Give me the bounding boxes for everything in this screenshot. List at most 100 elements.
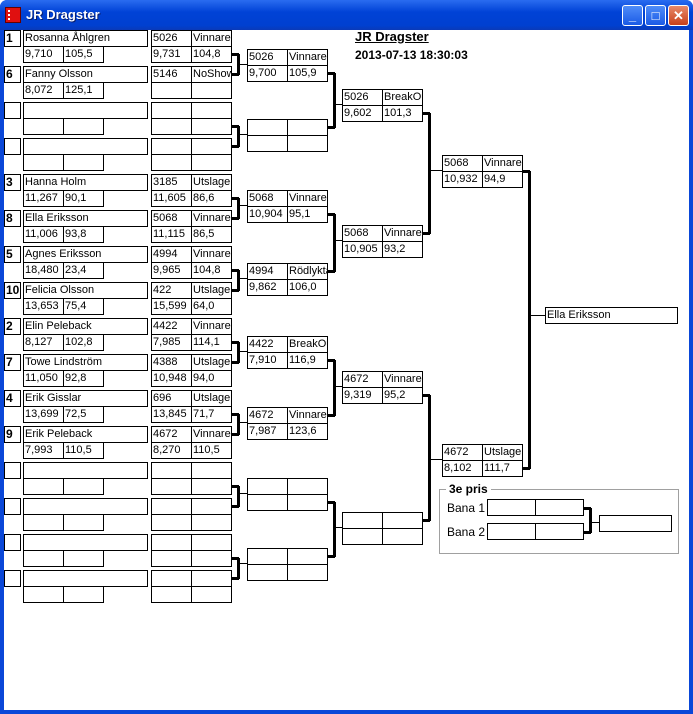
r4-result-car-id[interactable]: 4672: [442, 444, 483, 461]
r1-result-time[interactable]: [151, 118, 192, 135]
winner-name[interactable]: Ella Eriksson: [545, 307, 678, 324]
r1-result-time[interactable]: 8,270: [151, 442, 192, 459]
reaction-time[interactable]: [23, 550, 64, 567]
r3-result-car-id[interactable]: 5068: [342, 225, 383, 242]
r2-result-car-id[interactable]: [247, 478, 288, 495]
r2-result-status[interactable]: Vinnare: [287, 407, 328, 424]
r2-result-time[interactable]: 9,862: [247, 279, 288, 296]
r3-result-time[interactable]: 9,602: [342, 105, 383, 122]
r1-result-time[interactable]: [151, 478, 192, 495]
r1-result-car-id[interactable]: [151, 102, 192, 119]
driver-name[interactable]: Agnes Eriksson: [23, 246, 148, 263]
r2-result-status[interactable]: BreakOut: [287, 336, 328, 353]
reaction-time[interactable]: [23, 118, 64, 135]
driver-name[interactable]: [23, 534, 148, 551]
r1-result-car-id[interactable]: 3185: [151, 174, 192, 191]
r2-result-status[interactable]: Vinnare: [287, 49, 328, 66]
reaction-time[interactable]: 18,480: [23, 262, 64, 279]
r1-result-time[interactable]: 11,605: [151, 190, 192, 207]
driver-name[interactable]: Erik Peleback: [23, 426, 148, 443]
seed-number[interactable]: 8: [4, 210, 21, 227]
seed-number[interactable]: 5: [4, 246, 21, 263]
r2-result-time[interactable]: [247, 135, 288, 152]
reaction-time[interactable]: 8,127: [23, 334, 64, 351]
r1-result-status[interactable]: [191, 102, 232, 119]
r1-result-speed[interactable]: [191, 82, 232, 99]
entry-speed[interactable]: 23,4: [63, 262, 104, 279]
seed-number[interactable]: 1: [4, 30, 21, 47]
r1-result-speed[interactable]: 86,5: [191, 226, 232, 243]
r1-result-time[interactable]: [151, 514, 192, 531]
driver-name[interactable]: Rosanna Åhlgren: [23, 30, 148, 47]
r2-result-car-id[interactable]: 4994: [247, 263, 288, 280]
r2-result-time[interactable]: 7,987: [247, 423, 288, 440]
r2-result-car-id[interactable]: 5068: [247, 190, 288, 207]
r1-result-speed[interactable]: 71,7: [191, 406, 232, 423]
r1-result-car-id[interactable]: 696: [151, 390, 192, 407]
r1-result-time[interactable]: [151, 82, 192, 99]
r1-result-speed[interactable]: [191, 154, 232, 171]
reaction-time[interactable]: 13,699: [23, 406, 64, 423]
entry-speed[interactable]: [63, 586, 104, 603]
r2-result-speed[interactable]: 105,9: [287, 65, 328, 82]
r1-result-status[interactable]: Vinnare: [191, 210, 232, 227]
r3-result-status[interactable]: BreakOut: [382, 89, 423, 106]
driver-name[interactable]: Towe Lindström: [23, 354, 148, 371]
entry-speed[interactable]: [63, 118, 104, 135]
entry-speed[interactable]: 93,8: [63, 226, 104, 243]
r2-result-time[interactable]: [247, 564, 288, 581]
seed-number[interactable]: [4, 498, 21, 515]
r2-result-speed[interactable]: 95,1: [287, 206, 328, 223]
lane2-status[interactable]: [535, 523, 584, 540]
r2-result-speed[interactable]: 106,0: [287, 279, 328, 296]
title-bar[interactable]: JR Dragster _ □ ✕: [0, 0, 693, 30]
r1-result-status[interactable]: [191, 138, 232, 155]
r1-result-speed[interactable]: 94,0: [191, 370, 232, 387]
entry-speed[interactable]: [63, 514, 104, 531]
r2-result-car-id[interactable]: [247, 119, 288, 136]
r2-result-speed[interactable]: 123,6: [287, 423, 328, 440]
maximize-button[interactable]: □: [645, 5, 666, 26]
entry-speed[interactable]: 72,5: [63, 406, 104, 423]
r1-result-car-id[interactable]: [151, 534, 192, 551]
r3-result-speed[interactable]: 93,2: [382, 241, 423, 258]
r4-result-status[interactable]: Utslagen: [482, 444, 523, 461]
r1-result-status[interactable]: [191, 462, 232, 479]
lane1-car-id[interactable]: [487, 499, 536, 516]
r2-result-time[interactable]: 10,904: [247, 206, 288, 223]
r2-result-car-id[interactable]: 5026: [247, 49, 288, 66]
r2-result-status[interactable]: Vinnare: [287, 190, 328, 207]
r4-result-time[interactable]: 8,102: [442, 460, 483, 477]
r1-result-car-id[interactable]: [151, 462, 192, 479]
r1-result-time[interactable]: 13,845: [151, 406, 192, 423]
r1-result-status[interactable]: Vinnare: [191, 30, 232, 47]
driver-name[interactable]: Felicia Olsson: [23, 282, 148, 299]
r3-result-car-id[interactable]: 5026: [342, 89, 383, 106]
r1-result-car-id[interactable]: 422: [151, 282, 192, 299]
driver-name[interactable]: Fanny Olsson: [23, 66, 148, 83]
r4-result-speed[interactable]: 94,9: [482, 171, 523, 188]
entry-speed[interactable]: 102,8: [63, 334, 104, 351]
reaction-time[interactable]: [23, 586, 64, 603]
r2-result-speed[interactable]: [287, 135, 328, 152]
r1-result-car-id[interactable]: 5068: [151, 210, 192, 227]
r3-result-car-id[interactable]: [342, 512, 383, 529]
r1-result-car-id[interactable]: 4422: [151, 318, 192, 335]
seed-number[interactable]: 7: [4, 354, 21, 371]
r1-result-time[interactable]: [151, 550, 192, 567]
r1-result-car-id[interactable]: [151, 498, 192, 515]
r1-result-time[interactable]: 9,965: [151, 262, 192, 279]
seed-number[interactable]: 6: [4, 66, 21, 83]
r1-result-car-id[interactable]: [151, 570, 192, 587]
entry-speed[interactable]: 92,8: [63, 370, 104, 387]
r1-result-car-id[interactable]: 4672: [151, 426, 192, 443]
r3-result-time[interactable]: 10,905: [342, 241, 383, 258]
r2-result-car-id[interactable]: [247, 548, 288, 565]
entry-speed[interactable]: 75,4: [63, 298, 104, 315]
r1-result-car-id[interactable]: 4388: [151, 354, 192, 371]
lane1-status[interactable]: [535, 499, 584, 516]
r1-result-status[interactable]: Utslagen: [191, 174, 232, 191]
reaction-time[interactable]: [23, 154, 64, 171]
driver-name[interactable]: [23, 498, 148, 515]
r1-result-time[interactable]: 11,115: [151, 226, 192, 243]
